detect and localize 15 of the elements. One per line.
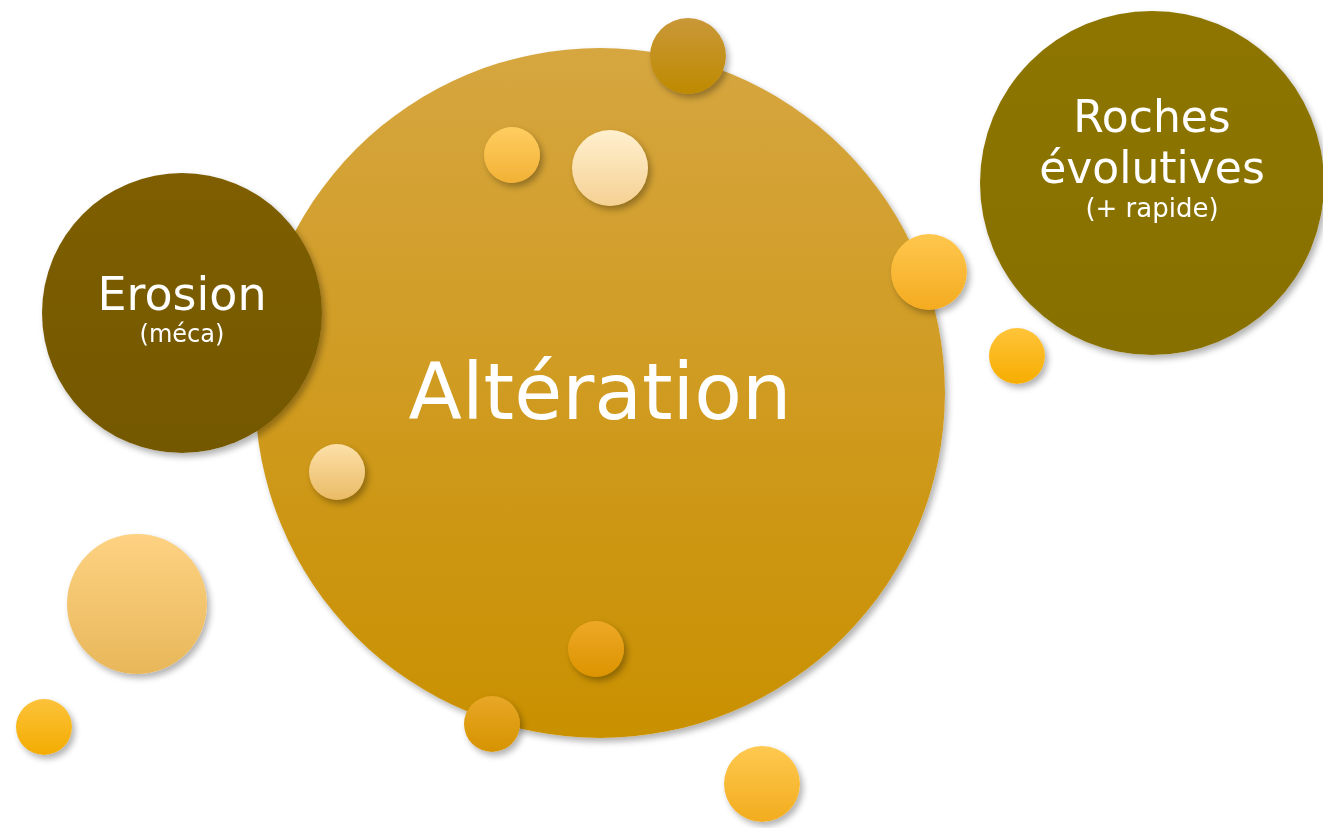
bubble-circle: [309, 444, 365, 500]
bubble-circle: [650, 18, 726, 94]
bubble-circle: [464, 696, 520, 752]
bubble-circle: [724, 746, 800, 822]
bubble-circle: [484, 127, 540, 183]
topic-subtitle: (méca): [138, 320, 226, 349]
bubble-circle: [568, 621, 624, 677]
topic-title: Altération: [407, 348, 793, 438]
topic-title: Erosion: [96, 267, 268, 321]
bubble-circle: [16, 699, 72, 755]
topic-subtitle: (+ rapide): [1084, 193, 1220, 224]
topic-title: Roches évolutives: [1038, 92, 1266, 194]
bubble-circle: [572, 130, 648, 206]
bubble-circle: [989, 328, 1045, 384]
bubble-circle: [891, 234, 967, 310]
